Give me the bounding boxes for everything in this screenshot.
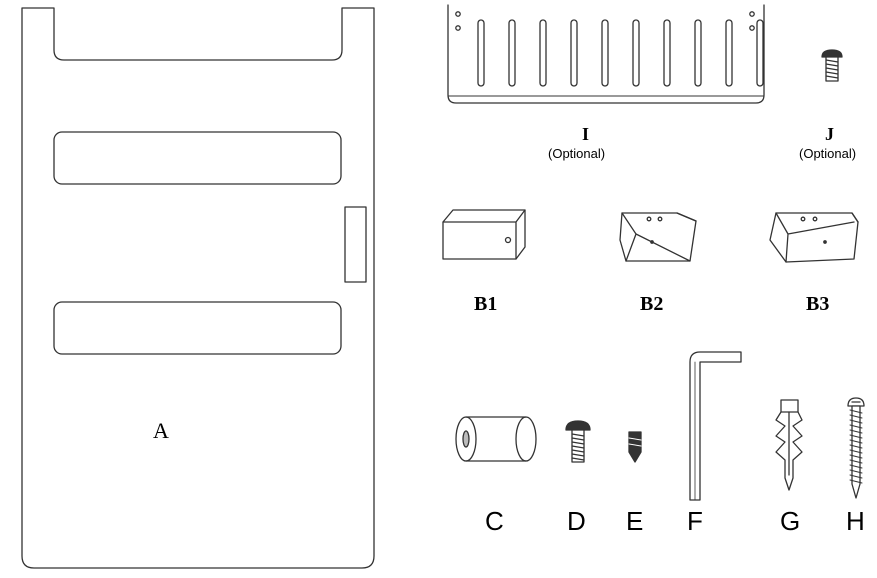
part-g-label: G bbox=[780, 506, 801, 536]
screw-thread bbox=[849, 459, 863, 464]
plate-slot bbox=[756, 19, 764, 87]
part-b3-label: B3 bbox=[806, 293, 830, 315]
angled-block-icon bbox=[769, 212, 859, 263]
plate-slot bbox=[694, 19, 702, 87]
allen-key-icon bbox=[689, 351, 742, 501]
screw-thread bbox=[849, 479, 863, 484]
plate-slot bbox=[601, 19, 609, 87]
screw-thread bbox=[849, 424, 863, 429]
screw-thread bbox=[849, 464, 863, 469]
wall-anchor-icon bbox=[775, 399, 803, 491]
screw-icon bbox=[565, 420, 591, 463]
bracket-plate-icon bbox=[447, 4, 765, 104]
part-h-label: H bbox=[846, 506, 865, 536]
block-icon bbox=[442, 209, 526, 260]
part-b1-label: B1 bbox=[474, 293, 498, 315]
screw-thread bbox=[849, 474, 863, 479]
screw-thread bbox=[849, 409, 863, 414]
angled-block-icon bbox=[619, 212, 697, 262]
panel-icon bbox=[21, 7, 375, 569]
plate-slot bbox=[663, 19, 671, 87]
plate-slot bbox=[539, 19, 547, 87]
part-j-label: J bbox=[825, 124, 834, 144]
part-b2-label: B2 bbox=[640, 293, 664, 315]
plate-slot bbox=[632, 19, 640, 87]
screw-thread bbox=[849, 429, 863, 434]
screw-thread bbox=[849, 449, 863, 454]
screw-thread bbox=[849, 434, 863, 439]
part-c-label: C bbox=[485, 506, 504, 536]
screw-thread bbox=[849, 414, 863, 419]
screw-thread bbox=[849, 454, 863, 459]
screw-thread bbox=[849, 439, 863, 444]
part-d-label: D bbox=[567, 506, 586, 536]
part-i-note: (Optional) bbox=[548, 146, 606, 161]
part-i-label: I bbox=[582, 124, 590, 144]
part-f-label: F bbox=[687, 506, 703, 536]
cylinder-spacer-icon bbox=[455, 416, 537, 462]
screw-icon bbox=[821, 49, 843, 82]
part-j-note: (Optional) bbox=[799, 146, 857, 161]
part-a-label: A bbox=[153, 418, 169, 443]
screw-thread bbox=[849, 419, 863, 424]
part-e-label: E bbox=[626, 506, 644, 536]
plate-slot bbox=[570, 19, 578, 87]
plate-slot bbox=[477, 19, 485, 87]
screw-thread bbox=[849, 469, 863, 474]
set-screw-icon bbox=[628, 431, 642, 463]
screw-thread bbox=[849, 444, 863, 449]
wood-screw-icon bbox=[847, 397, 865, 499]
plate-slot bbox=[508, 19, 516, 87]
plate-slot bbox=[725, 19, 733, 87]
